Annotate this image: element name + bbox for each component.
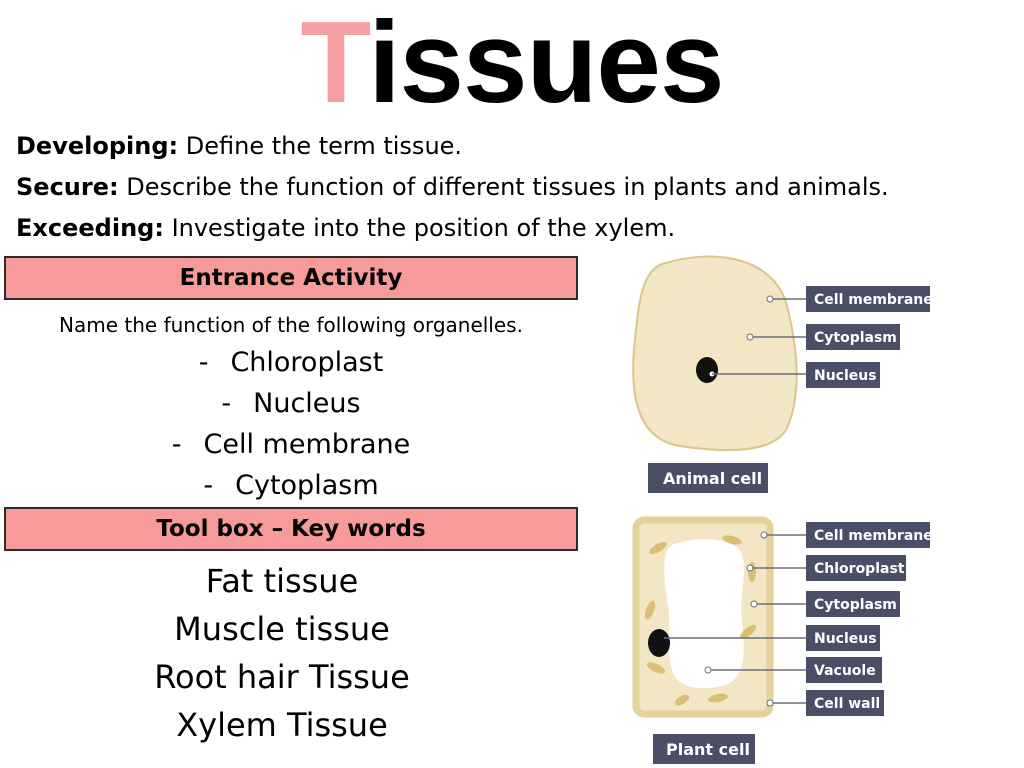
label-box (806, 522, 930, 548)
title-rest: issues (368, 0, 724, 127)
plant-nucleus (648, 629, 670, 657)
leader-dot (760, 531, 768, 539)
keyword-item: Muscle tissue (174, 610, 390, 648)
organelle-label: Cytoplasm (235, 470, 379, 501)
animal-cell-caption: Animal cell (663, 469, 762, 488)
label-cell-wall: Cell wall (814, 696, 880, 712)
entrance-prompt: Name the function of the following organ… (59, 313, 523, 337)
organelle-label: Nucleus (253, 388, 361, 419)
objective-text: Define the term tissue. (178, 132, 463, 160)
caption-box (648, 463, 768, 493)
label-box (806, 555, 906, 581)
animal-nucleus (696, 357, 718, 383)
label-cell-membrane: Cell membrane (814, 528, 933, 544)
label-box (806, 591, 900, 617)
objective-text: Describe the function of different tissu… (118, 173, 889, 201)
title-first-letter: T (300, 0, 370, 127)
list-item: -Cytoplasm (4, 465, 578, 506)
keyword-list: Fat tissue Muscle tissue Root hair Tissu… (4, 557, 560, 749)
leader-dot (766, 699, 774, 707)
chloroplast (708, 693, 728, 703)
label-cytoplasm: Cytoplasm (814, 597, 897, 613)
label-box (806, 657, 882, 683)
label-chloroplast: Chloroplast (814, 561, 905, 577)
keyword-item: Fat tissue (205, 562, 359, 600)
list-item: -Chloroplast (4, 342, 578, 383)
list-item: -Cell membrane (4, 424, 578, 465)
label-box (806, 625, 880, 651)
label-cell-membrane: Cell membrane (814, 292, 933, 308)
label-box (806, 690, 884, 716)
chloroplast (646, 662, 666, 674)
entrance-activity-banner: Entrance Activity (4, 256, 578, 300)
chloroplast (739, 624, 757, 640)
list-dash: - (198, 347, 209, 378)
organelle-label: Cell membrane (203, 429, 411, 460)
label-nucleus: Nucleus (814, 368, 877, 384)
leader-dot (704, 666, 712, 674)
chloroplast (649, 541, 667, 555)
label-cytoplasm: Cytoplasm (814, 330, 897, 346)
plant-cell-diagram: Cell membrane Chloroplast Cytoplasm Nucl… (632, 516, 933, 764)
objective-label: Developing: (16, 132, 179, 160)
leader-dot (750, 600, 758, 608)
chloroplast (722, 535, 742, 545)
chloroplast (674, 694, 690, 706)
objective-developing: Developing: Define the term tissue. (16, 126, 1016, 167)
objective-secure: Secure: Describe the function of differe… (16, 167, 1016, 208)
organelle-list: -Chloroplast -Nucleus -Cell membrane -Cy… (4, 342, 578, 506)
keyword-item: Root hair Tissue (154, 658, 410, 696)
objective-exceeding: Exceeding: Investigate into the position… (16, 208, 1016, 249)
label-vacuole: Vacuole (814, 663, 876, 679)
label-nucleus: Nucleus (814, 631, 877, 647)
leader-dot (746, 564, 754, 572)
objective-label: Exceeding: (16, 214, 164, 242)
learning-objectives: Developing: Define the term tissue. Secu… (16, 126, 1016, 249)
list-dash: - (171, 429, 182, 460)
objective-text: Investigate into the position of the xyl… (163, 214, 676, 242)
vacuole (664, 539, 745, 689)
toolbox-banner: Tool box – Key words (4, 507, 578, 551)
label-box (806, 286, 930, 312)
plant-cell-caption: Plant cell (666, 740, 750, 759)
label-box (806, 324, 900, 350)
leader-dot (746, 333, 754, 341)
cell-diagrams: Cell membrane Cytoplasm Nucleus Animal c… (632, 255, 933, 764)
caption-box (653, 734, 755, 764)
leader-dot (766, 295, 774, 303)
list-dash: - (221, 388, 232, 419)
animal-cell-membrane (632, 255, 798, 452)
label-box (806, 362, 880, 388)
list-dash: - (203, 470, 214, 501)
keyword-item: Xylem Tissue (176, 706, 388, 744)
chloroplast (644, 600, 656, 620)
animal-cell-diagram: Cell membrane Cytoplasm Nucleus Animal c… (632, 255, 933, 493)
organelle-label: Chloroplast (230, 347, 384, 378)
page-title: Tissues (0, 2, 1024, 122)
objective-label: Secure: (16, 173, 119, 201)
list-item: -Nucleus (4, 383, 578, 424)
